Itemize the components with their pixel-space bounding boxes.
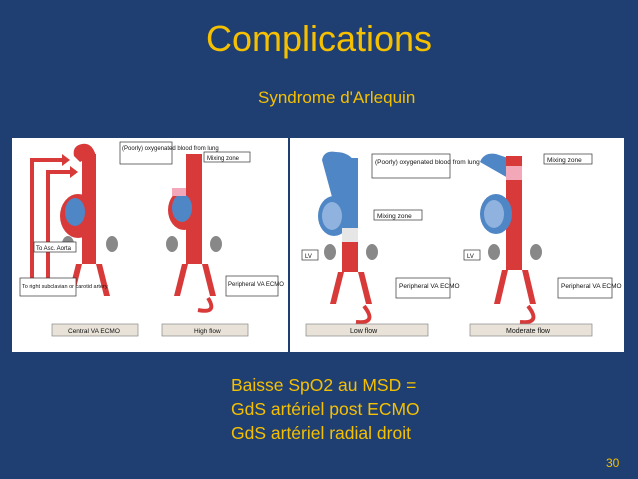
left-label-to-right-subclavian: To right subclavian or carotid artery	[22, 284, 108, 290]
right-label-peripheral-va-ecmo-1: Peripheral VA ECMO	[399, 283, 460, 290]
slide-subtitle: Syndrome d'Arlequin	[258, 88, 416, 107]
right-label-lv-2: LV	[467, 254, 474, 260]
figure-svg: (Poorly) oxygenated blood from lung Mixi…	[12, 138, 624, 352]
left-label-high-flow: High flow	[194, 328, 221, 335]
right-label-oxygenated: (Poorly) oxygenated blood from lung	[375, 159, 480, 166]
bullet-item: GdS artériel radial droit	[231, 423, 411, 443]
harlequin-syndrome-figure: (Poorly) oxygenated blood from lung Mixi…	[12, 138, 624, 352]
bullet-item: Baisse SpO2 au MSD =	[231, 375, 417, 395]
left-label-peripheral-va-ecmo: Peripheral VA ECMO	[228, 282, 284, 288]
left-label-mixing-zone: Mixing zone	[207, 156, 240, 162]
right-label-moderate-flow: Moderate flow	[506, 328, 551, 335]
left-label-central-va-ecmo: Central VA ECMO	[68, 328, 120, 335]
heart-peripheral-low-flow	[318, 151, 378, 325]
left-label-oxygenated: (Poorly) oxygenated blood from lung	[122, 146, 219, 152]
right-label-mixing-zone-top: Mixing zone	[547, 157, 582, 164]
heart-peripheral-high-flow	[166, 154, 222, 313]
left-label-to-asc-aorta: To Asc. Aorta	[36, 246, 72, 252]
bullet-item: GdS artériel post ECMO	[231, 399, 420, 419]
page-number: 30	[606, 456, 620, 470]
right-label-mixing-zone-mid: Mixing zone	[377, 213, 412, 220]
slide-title: Complications	[205, 18, 433, 59]
bullet-list: Baisse SpO2 au MSD = GdS artériel post E…	[231, 373, 420, 445]
right-label-lv-1: LV	[305, 254, 312, 260]
right-label-low-flow: Low flow	[350, 328, 378, 335]
arrow-subclavian	[30, 158, 62, 278]
heart-peripheral-moderate-flow	[480, 153, 542, 325]
right-label-peripheral-va-ecmo-2: Peripheral VA ECMO	[561, 283, 622, 290]
